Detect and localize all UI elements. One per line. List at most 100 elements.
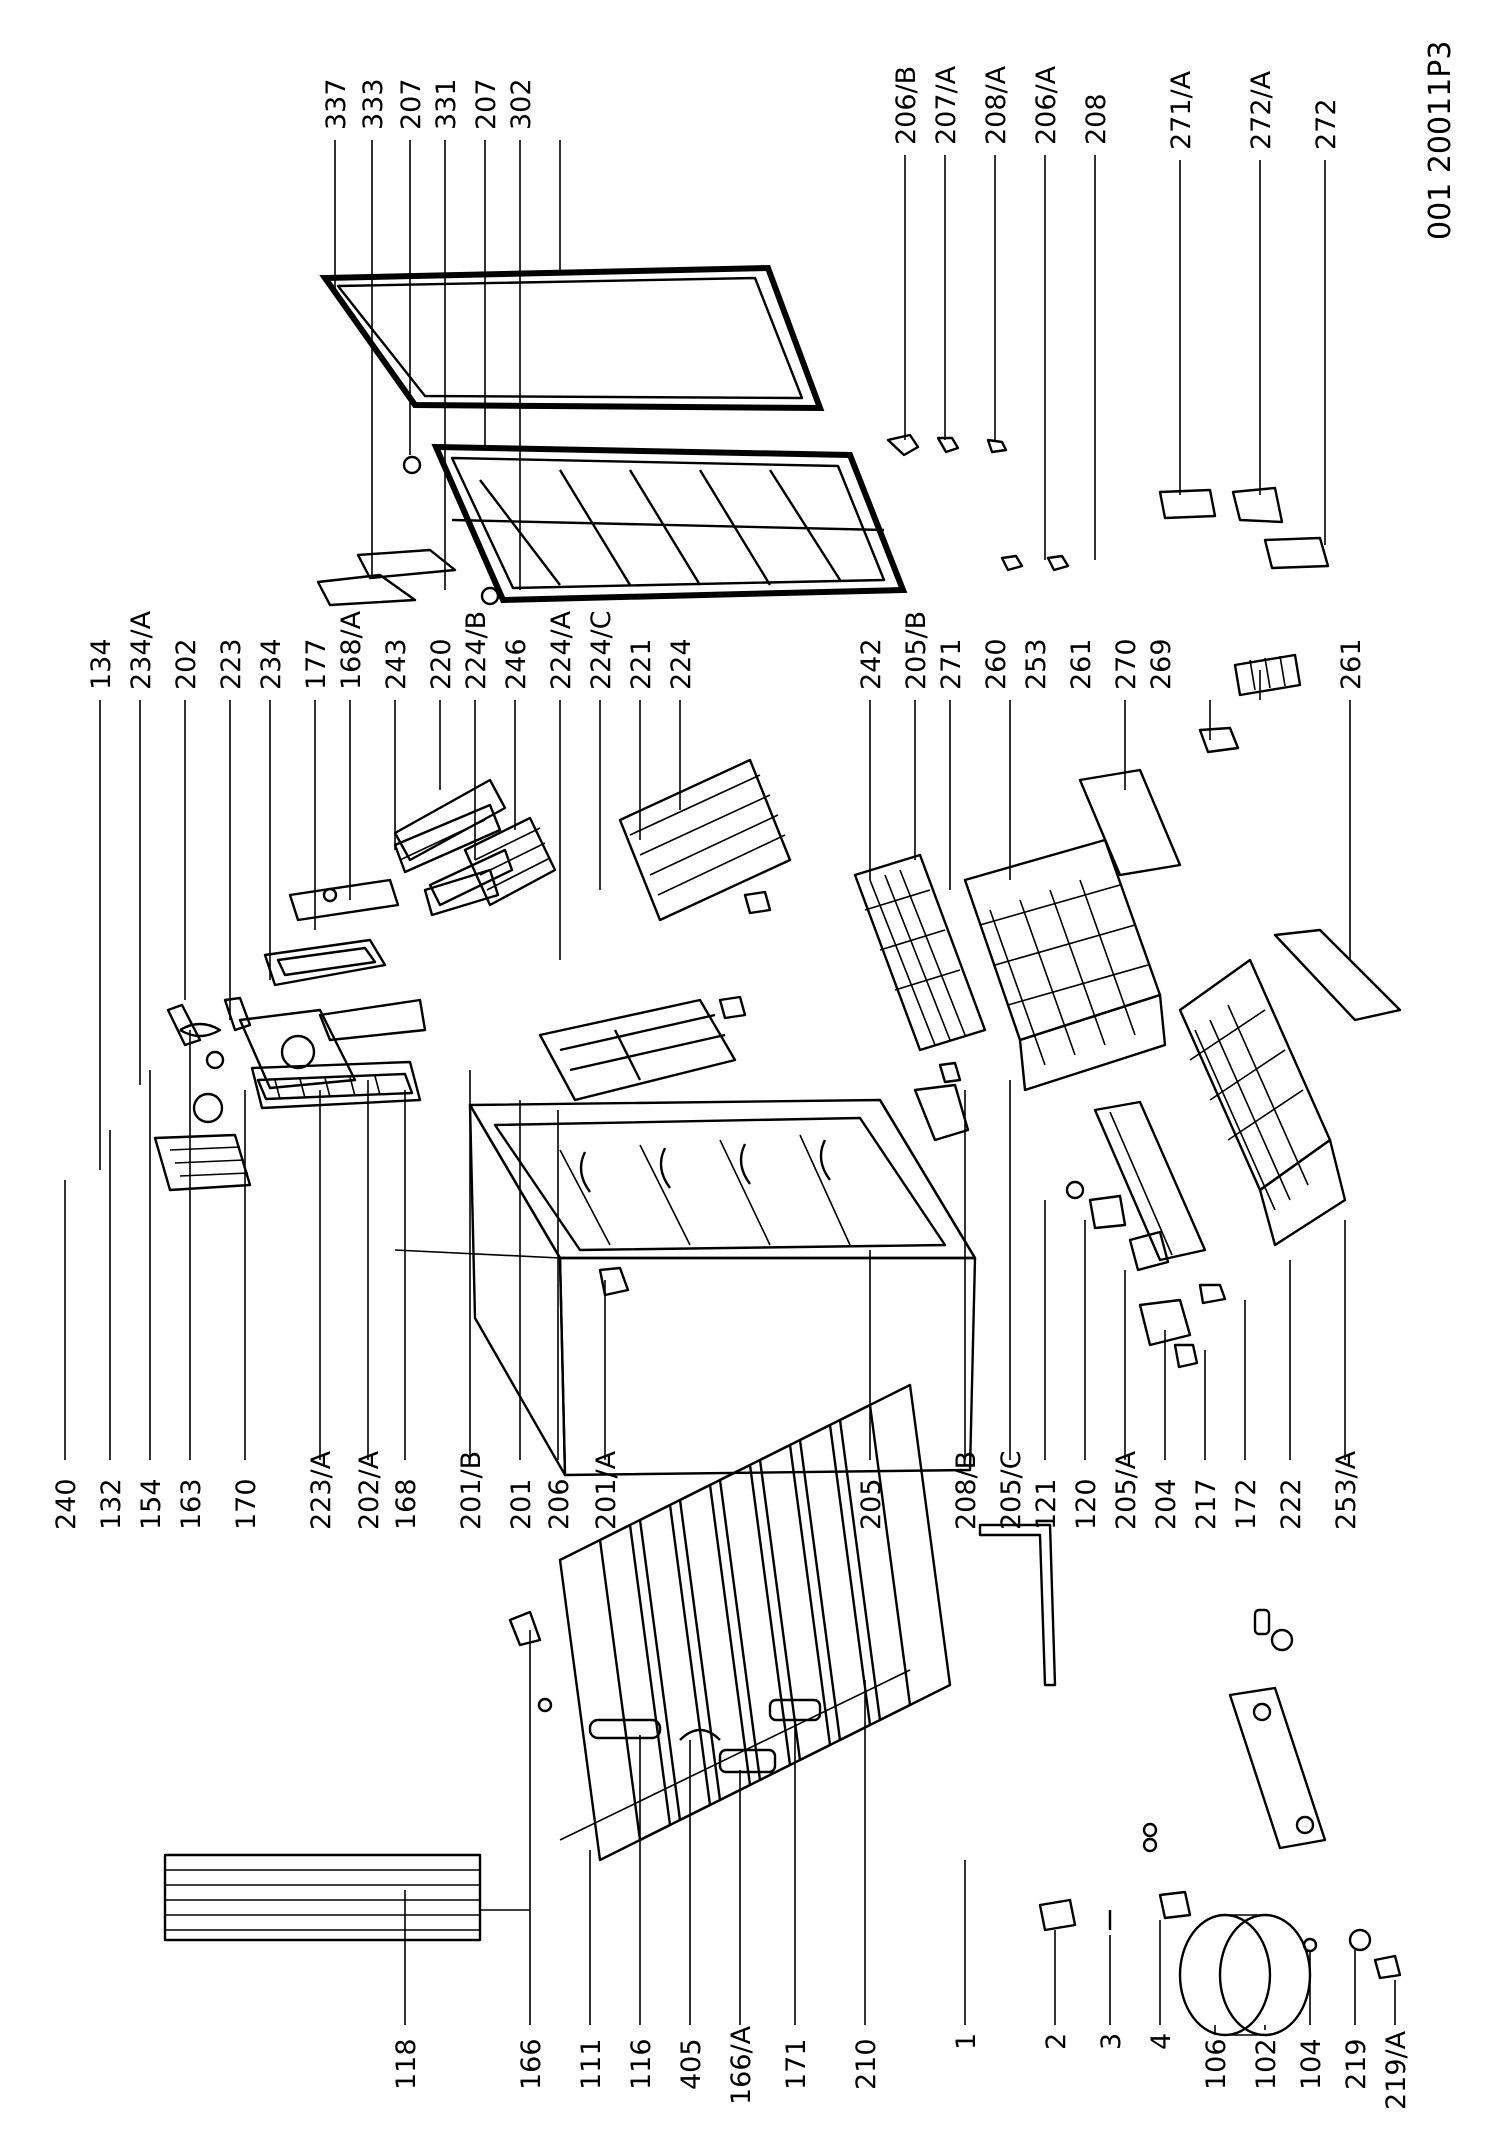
label-132: 132: [96, 1478, 127, 1530]
label-2: 2: [1041, 2033, 1072, 2050]
label-116: 116: [626, 2038, 657, 2090]
control-housing: [238, 998, 427, 1090]
door-hinge-pins: [402, 455, 500, 606]
label-106: 106: [1201, 2038, 1232, 2090]
label-242: 242: [856, 638, 887, 690]
label-224B: 224/B: [461, 611, 492, 690]
label-3: 3: [1096, 2033, 1127, 2050]
label-163: 163: [176, 1478, 207, 1530]
label-272A: 272/A: [1246, 70, 1277, 150]
label-224: 224: [666, 638, 697, 690]
label-168: 168: [391, 1478, 422, 1530]
panel-strip: [288, 878, 400, 922]
evaporator-111: [558, 1383, 952, 1862]
kickplate-222: [1093, 1100, 1207, 1262]
label-223A: 223/A: [306, 1450, 337, 1530]
label-118: 118: [391, 2038, 422, 2090]
label-154: 154: [136, 1478, 167, 1530]
label-134: 134: [86, 638, 117, 690]
label-222: 222: [1276, 1478, 1307, 1530]
label-272: 272: [1311, 98, 1342, 150]
label-201B: 201/B: [456, 1451, 487, 1530]
labels-top-right: 337 333 207 331 207 302 206/B 207/A 208/…: [321, 65, 1342, 150]
label-208B: 208/B: [951, 1451, 982, 1530]
label-206: 206: [544, 1478, 575, 1530]
label-205A: 205/A: [1111, 1450, 1142, 1530]
labels-middle: 134 234/A 202 223 234 177 168/A 243 220 …: [86, 610, 1367, 690]
label-170: 170: [231, 1478, 262, 1530]
label-204: 204: [1151, 1478, 1182, 1530]
label-260: 260: [981, 638, 1012, 690]
basket-front-261: [1078, 768, 1402, 1022]
misc-left-parts: [508, 1610, 1158, 1838]
label-121: 121: [1031, 1478, 1062, 1530]
labels-bottom: 118 166 111 116 405 166/A 171 210 1 2 3 …: [391, 2025, 1412, 2110]
label-271: 271: [936, 638, 967, 690]
label-217: 217: [1191, 1478, 1222, 1530]
label-208: 208: [1081, 93, 1112, 145]
rear-plate: [1228, 1608, 1327, 1850]
label-261-b: 261: [1336, 638, 1367, 690]
label-253A: 253/A: [1331, 1450, 1362, 1530]
label-333: 333: [358, 78, 389, 130]
label-246: 246: [501, 638, 532, 690]
label-206B: 206/B: [891, 66, 922, 145]
label-177: 177: [301, 638, 332, 690]
leader-lines: [64, 140, 1396, 2035]
label-261: 261: [1066, 638, 1097, 690]
label-270: 270: [1111, 638, 1142, 690]
manual-documents: [1158, 486, 1330, 570]
label-253: 253: [1021, 638, 1052, 690]
cabinet-hinge-bracket: [598, 1083, 970, 1297]
label-104: 104: [1296, 2038, 1327, 2090]
door-handle: [316, 548, 457, 607]
drawing-code: 001 20011P3: [1423, 41, 1458, 240]
label-208A: 208/A: [981, 65, 1012, 145]
thermostat-parts: [166, 996, 252, 1124]
label-219A: 219/A: [1381, 2030, 1412, 2110]
label-240: 240: [51, 1478, 82, 1530]
label-224A: 224/A: [546, 610, 577, 690]
condenser-118: [163, 1853, 530, 1942]
label-206A: 206/A: [1031, 65, 1062, 145]
label-224C: 224/C: [586, 611, 617, 690]
clips-270-269: [1198, 653, 1302, 754]
shelf-brackets: [718, 890, 962, 1084]
label-120: 120: [1071, 1478, 1102, 1530]
label-205: 205: [856, 1478, 887, 1530]
label-207A: 207/A: [931, 65, 962, 145]
label-219: 219: [1341, 2038, 1372, 2090]
ice-tray: [153, 1133, 252, 1192]
label-166A: 166/A: [726, 2025, 757, 2105]
control-panel-cover: [250, 1060, 422, 1110]
wire-shelf-242: [853, 853, 987, 1052]
label-234: 234: [256, 638, 287, 690]
label-168A: 168/A: [336, 610, 367, 690]
label-243: 243: [381, 638, 412, 690]
label-205C: 205/C: [996, 1451, 1027, 1530]
label-202: 202: [171, 638, 202, 690]
shelf-frame-220: [538, 998, 737, 1102]
label-302: 302: [506, 78, 537, 130]
label-234A: 234/A: [126, 610, 157, 690]
label-223: 223: [216, 638, 247, 690]
label-166: 166: [516, 2038, 547, 2090]
label-207-b: 207: [471, 78, 502, 130]
label-331: 331: [431, 78, 462, 130]
label-171: 171: [781, 2038, 812, 2090]
label-269: 269: [1146, 638, 1177, 690]
label-337: 337: [321, 78, 352, 130]
label-220: 220: [426, 638, 457, 690]
cabinet-body: [394, 1098, 977, 1477]
small-parts-lower: [1065, 1180, 1227, 1369]
wire-basket-253A: [1178, 958, 1347, 1247]
label-221: 221: [626, 638, 657, 690]
wire-shelf-221: [618, 758, 792, 922]
wire-basket-253: [963, 838, 1167, 1092]
inner-door-liner: [431, 443, 908, 604]
label-4: 4: [1146, 2033, 1177, 2050]
light-switch-bar: [263, 938, 387, 987]
label-201: 201: [506, 1478, 537, 1530]
outer-door-panel: [319, 264, 825, 412]
